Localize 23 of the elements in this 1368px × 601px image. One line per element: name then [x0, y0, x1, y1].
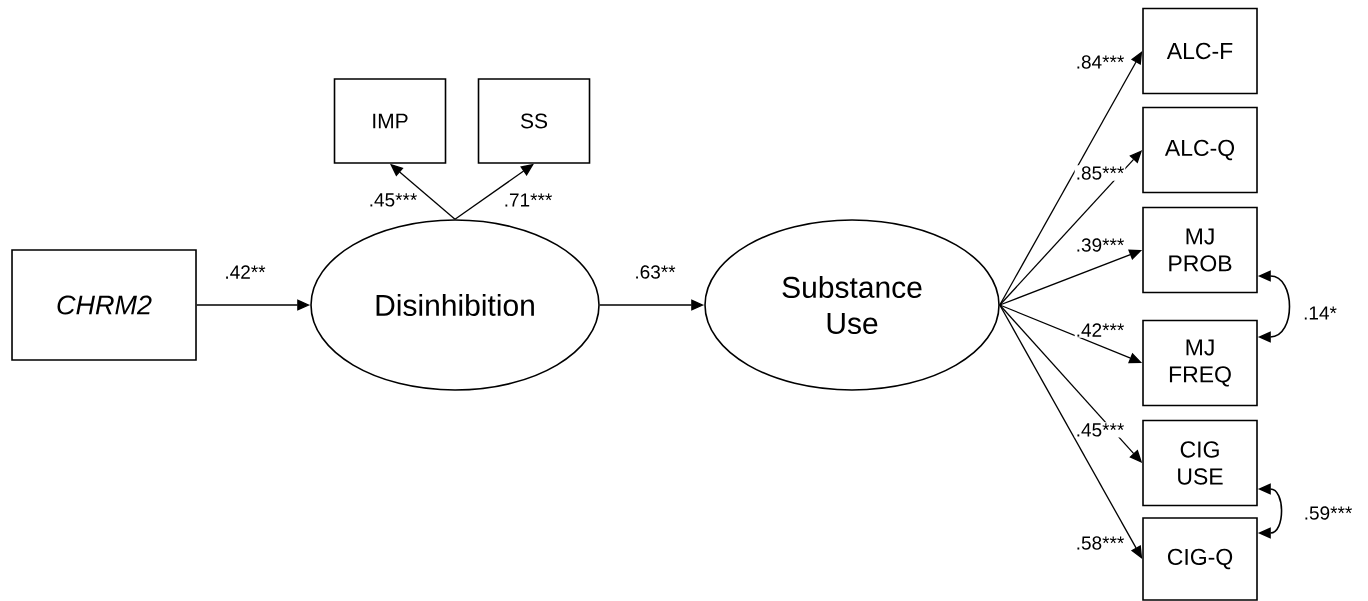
observed-variable-box: CIG USE [1142, 419, 1258, 507]
edge-label: .45*** [1074, 422, 1126, 438]
observed-variable-box: ALC-Q [1142, 106, 1258, 194]
observed-variable-box: SS [477, 78, 591, 164]
edge-label: .63** [633, 264, 677, 280]
edge-label: .42*** [1074, 322, 1126, 338]
edge-label: .71*** [502, 192, 554, 208]
observed-variable-box: ALC-F [1142, 7, 1258, 95]
edge-label: .59*** [1302, 505, 1354, 521]
edge-label: .14* [1302, 305, 1338, 321]
edge-label: .85*** [1074, 165, 1126, 181]
edge-label: .42** [223, 264, 267, 280]
edge-label: .58*** [1074, 535, 1126, 551]
observed-variable-box: CIG-Q [1142, 517, 1258, 601]
observed-variable-box: MJ PROB [1142, 206, 1258, 294]
observed-variable-box: MJ FREQ [1142, 319, 1258, 407]
path-arrow [999, 51, 1143, 306]
observed-variable-box: CHRM2 [11, 249, 197, 361]
observed-variable-box: IMP [333, 78, 447, 164]
path-arrow [999, 304, 1143, 559]
edge-label: .84*** [1074, 54, 1126, 70]
edge-label: .45*** [367, 192, 419, 208]
edge-label: .39*** [1074, 237, 1126, 253]
